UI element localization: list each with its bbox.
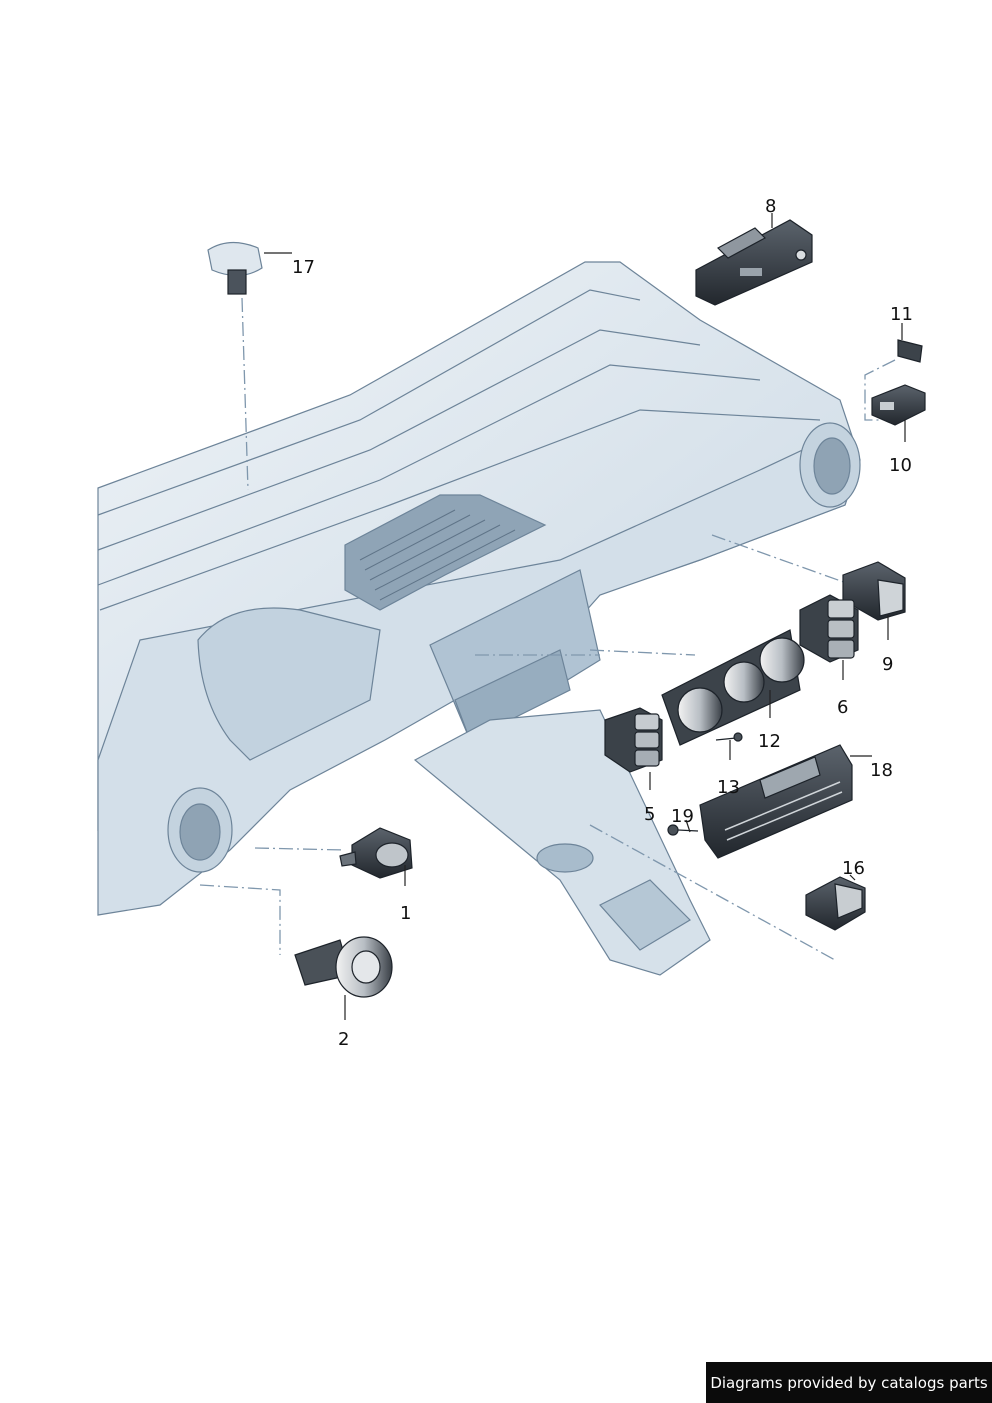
dashboard-ridge-2	[97, 329, 701, 551]
callout-11: 11	[890, 304, 913, 325]
credit-banner: Diagrams provided by catalogs parts	[706, 1362, 992, 1403]
part-10-switch	[871, 384, 926, 426]
right-air-vent-inner	[813, 437, 851, 495]
part-8-switch-module	[695, 219, 813, 306]
callout-10: 10	[889, 455, 912, 476]
callout-13: 13	[717, 777, 740, 798]
dashboard-illustration	[97, 261, 861, 976]
callout-17: 17	[292, 257, 315, 278]
callout-9: 9	[882, 654, 893, 675]
part-19-screw	[667, 824, 699, 836]
callout-2: 2	[338, 1029, 349, 1050]
callouts: 17 8 11 10 9 6 12 13 18 5 19 16 1 2	[292, 196, 913, 1050]
callout-12: 12	[758, 731, 781, 752]
part-5-switch-panel	[604, 707, 663, 773]
part-13-screw	[715, 732, 743, 742]
dashboard-ridge-1	[97, 289, 641, 516]
callout-16: 16	[842, 858, 865, 879]
cup-holder	[536, 843, 594, 873]
part-17-clip	[207, 241, 263, 295]
callout-18: 18	[870, 760, 893, 781]
instrument-cluster-cavity	[197, 607, 381, 761]
dashboard-ridge-4	[99, 409, 821, 611]
callout-8: 8	[765, 196, 776, 217]
part-9-switch	[842, 561, 906, 621]
leader-lines	[264, 213, 906, 1020]
part-2-light-switch	[294, 936, 393, 998]
center-speaker-grille	[344, 494, 547, 611]
part-12-climate-control	[661, 629, 805, 746]
part-11-cover	[897, 339, 923, 363]
left-air-vent-inner	[179, 803, 221, 861]
center-console	[413, 709, 711, 976]
callout-1: 1	[400, 903, 411, 924]
part-1-switch	[339, 827, 413, 879]
dashboard-ridge-3	[97, 364, 761, 586]
part-18-climate-panel	[699, 744, 853, 859]
part-16-switch	[805, 876, 866, 931]
callout-6: 6	[837, 697, 848, 718]
callout-19: 19	[671, 806, 694, 827]
grille-slats	[359, 509, 516, 601]
gear-shift-surround	[599, 879, 691, 951]
callout-5: 5	[644, 804, 655, 825]
center-stack-shelf	[454, 649, 571, 741]
part-6-switch-panel	[799, 594, 859, 663]
